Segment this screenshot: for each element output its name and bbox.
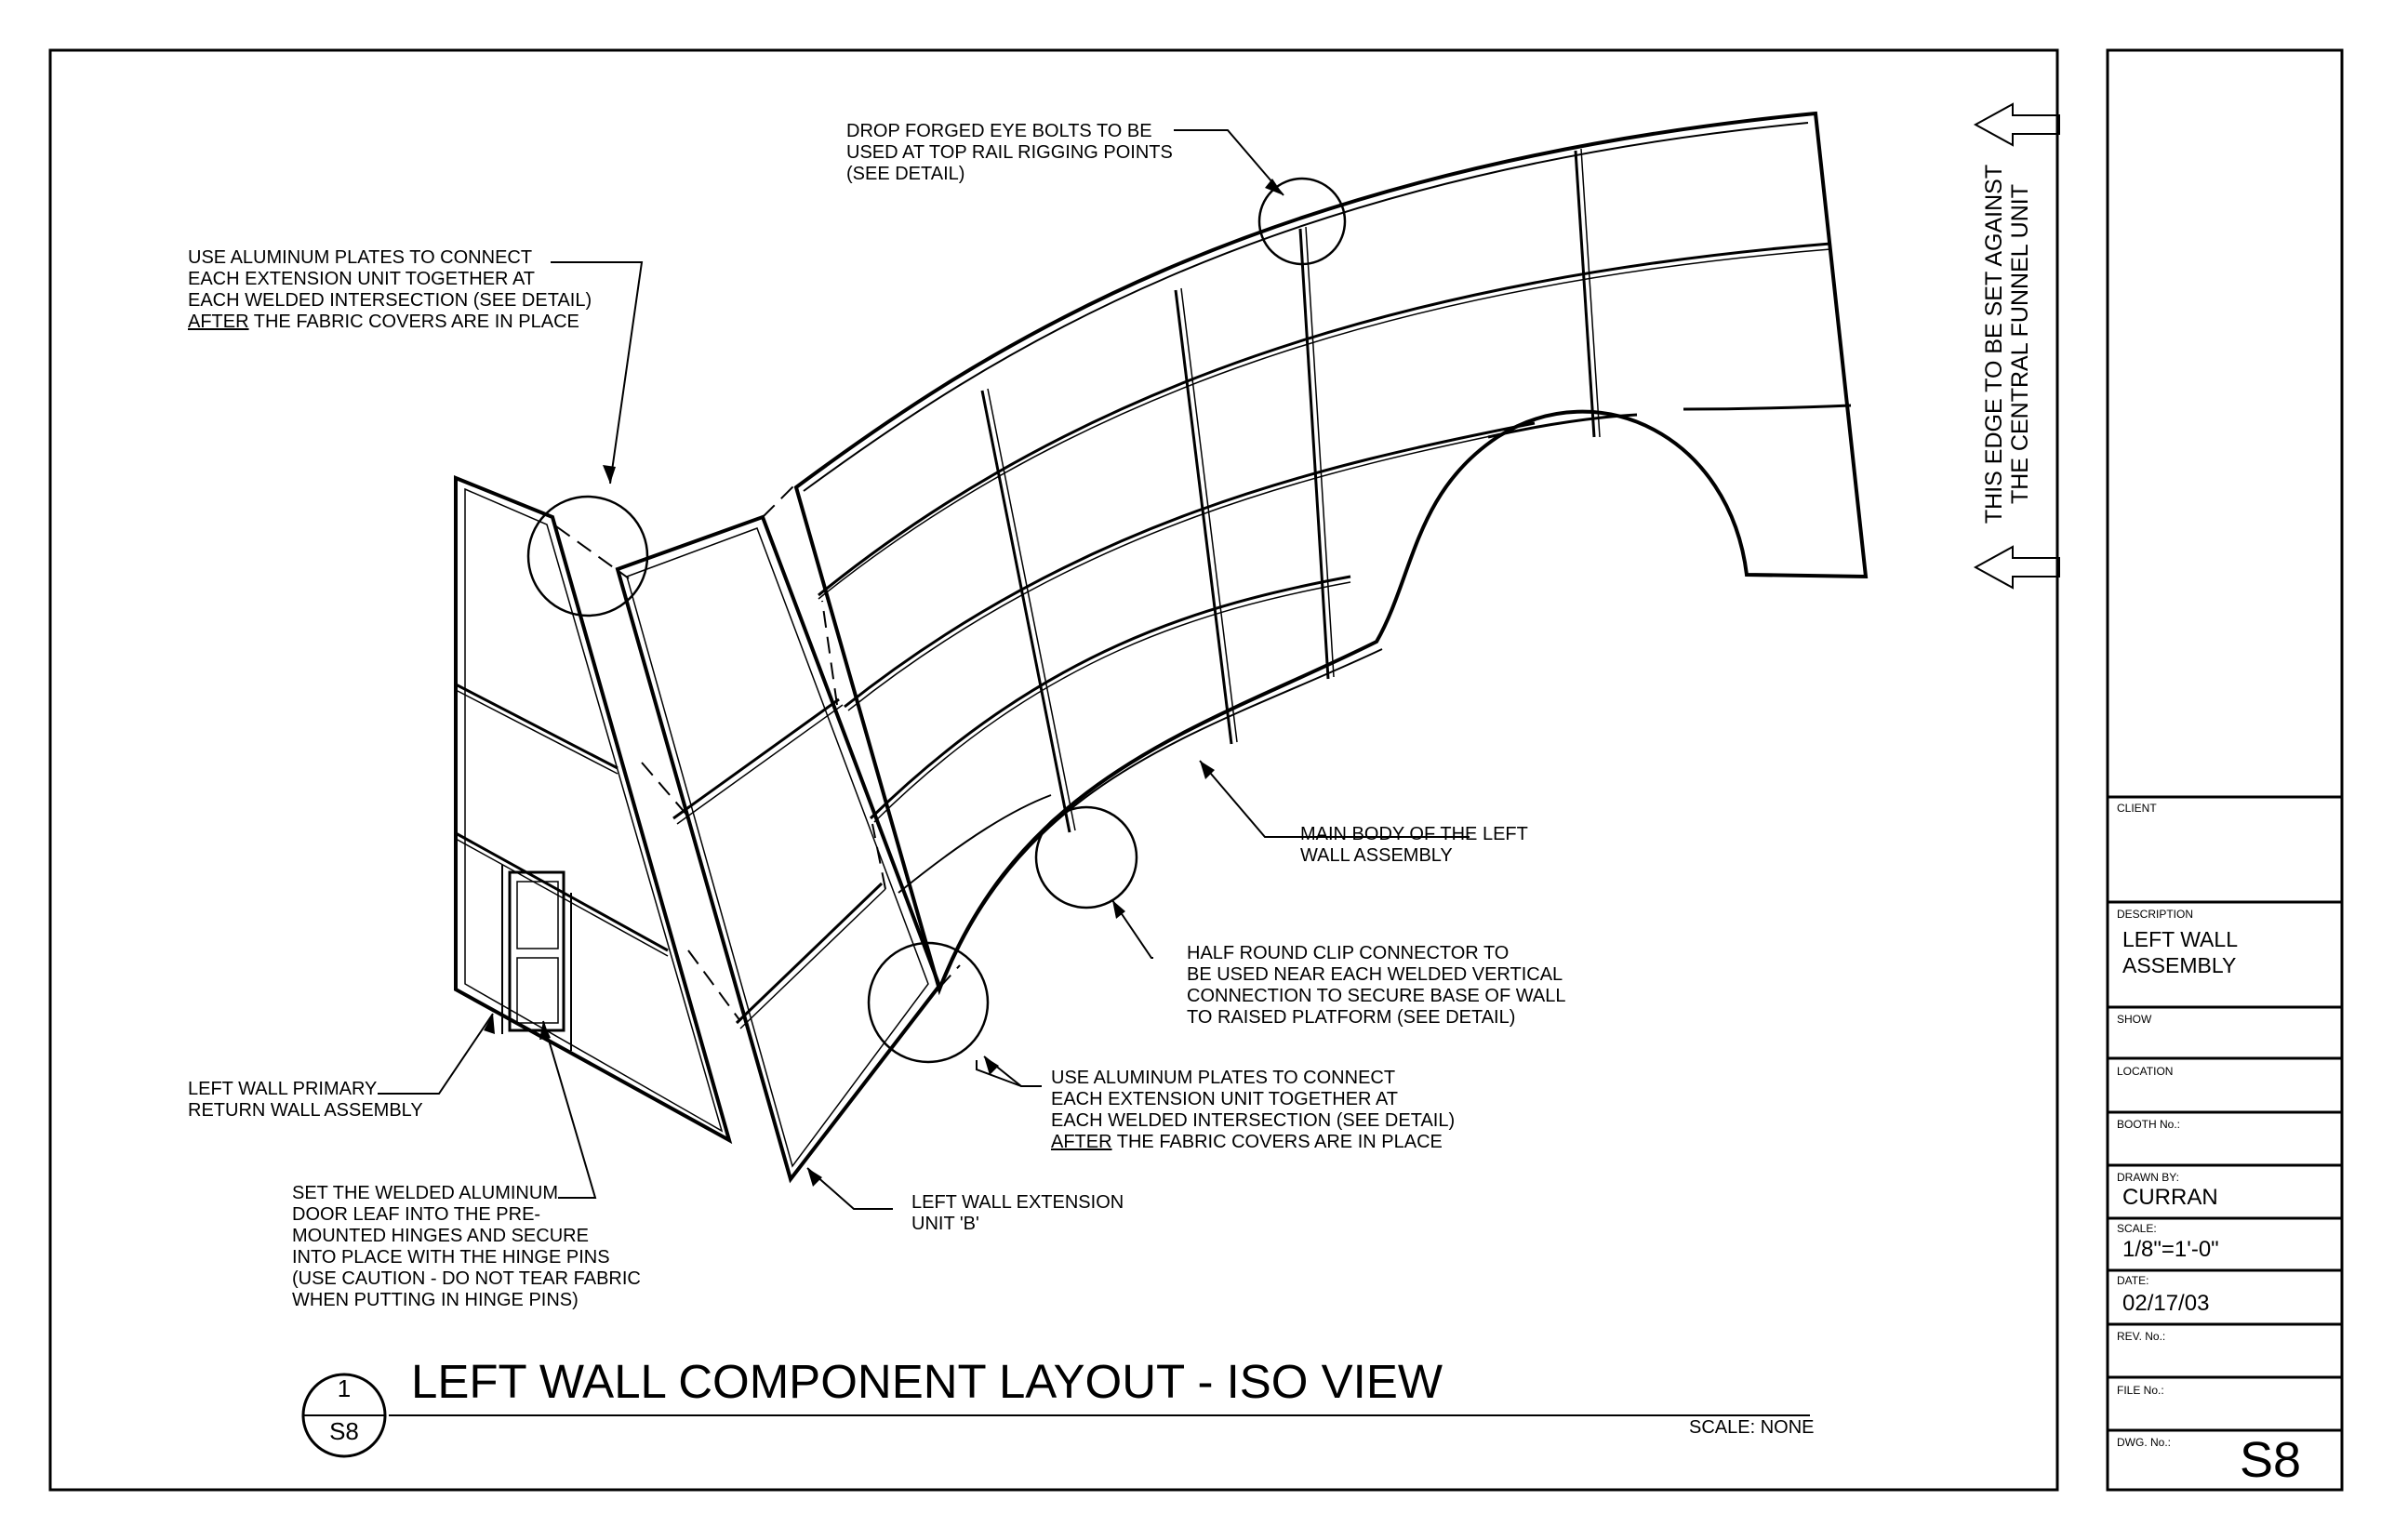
side-note: THIS EDGE TO BE SET AGAINST THE CENTRAL … — [1981, 164, 2033, 524]
detail-circle-eye-bolt — [1257, 177, 1347, 266]
date-label: DATE: — [2117, 1274, 2149, 1287]
scale-value: 1/8"=1'-0" — [2122, 1237, 2219, 1262]
date-value: 02/17/03 — [2122, 1291, 2210, 1316]
callout-plates-top-tail: THE FABRIC COVERS ARE IN PLACE — [248, 312, 579, 332]
description-value: LEFT WALL ASSEMBLY — [2122, 927, 2238, 977]
callout-plates-top-after: AFTER — [188, 312, 249, 332]
extension-b-outline — [615, 514, 942, 1184]
callout-main-body: MAIN BODY OF THE LEFT WALL ASSEMBLY — [1300, 824, 1528, 866]
detail-circle-clip — [1034, 805, 1138, 909]
drawn-by-label: DRAWN BY: — [2117, 1171, 2179, 1184]
callout-primary-wall: LEFT WALL PRIMARY RETURN WALL ASSEMBLY — [188, 1079, 423, 1121]
callout-plates-bottom-text: USE ALUMINUM PLATES TO CONNECT EACH EXTE… — [1051, 1068, 1456, 1131]
description-label: DESCRIPTION — [2117, 908, 2194, 921]
dwg-label: DWG. No.: — [2117, 1436, 2172, 1449]
door-leaf — [508, 870, 565, 1032]
detail-bubble-number: 1 — [337, 1374, 352, 1402]
location-label: LOCATION — [2117, 1065, 2174, 1078]
drawing-border — [48, 48, 2059, 1492]
callout-plates-top-text: USE ALUMINUM PLATES TO CONNECT EACH EXTE… — [188, 247, 592, 311]
main-body-outline — [793, 111, 1869, 996]
arrow-top — [1973, 102, 2060, 147]
title-block-frame — [2106, 48, 2344, 1492]
drawn-by-value: CURRAN — [2122, 1185, 2218, 1210]
dwg-number: S8 — [2240, 1432, 2302, 1488]
callout-plates-top: USE ALUMINUM PLATES TO CONNECT EACH EXTE… — [188, 247, 592, 333]
drawing-title: LEFT WALL COMPONENT LAYOUT - ISO VIEW — [411, 1355, 1443, 1408]
scale-label: SCALE: — [2117, 1222, 2157, 1235]
callout-plates-bottom: USE ALUMINUM PLATES TO CONNECT EACH EXTE… — [1051, 1068, 1455, 1153]
callout-plates-bottom-tail: THE FABRIC COVERS ARE IN PLACE — [1111, 1132, 1443, 1152]
detail-circle-plate-top — [526, 495, 649, 617]
primary-wall-outline — [454, 475, 733, 1145]
client-label: CLIENT — [2117, 802, 2157, 815]
callout-extension-b: LEFT WALL EXTENSION UNIT 'B' — [911, 1192, 1124, 1234]
callout-clip: HALF ROUND CLIP CONNECTOR TO BE USED NEA… — [1187, 943, 1566, 1028]
callout-door-leaf: SET THE WELDED ALUMINUM DOOR LEAF INTO T… — [292, 1183, 641, 1310]
rev-label: REV. No.: — [2117, 1330, 2166, 1343]
scale-note: SCALE: NONE — [1689, 1417, 1815, 1438]
callout-eye-bolts: DROP FORGED EYE BOLTS TO BE USED AT TOP … — [846, 121, 1173, 184]
detail-bubble-sheet: S8 — [329, 1417, 359, 1445]
callout-plates-bottom-after: AFTER — [1051, 1132, 1112, 1152]
booth-label: BOOTH No.: — [2117, 1118, 2181, 1131]
arrow-bottom — [1973, 545, 2060, 590]
show-label: SHOW — [2117, 1013, 2152, 1026]
detail-circle-plate-bottom — [867, 941, 990, 1064]
file-label: FILE No.: — [2117, 1384, 2164, 1397]
